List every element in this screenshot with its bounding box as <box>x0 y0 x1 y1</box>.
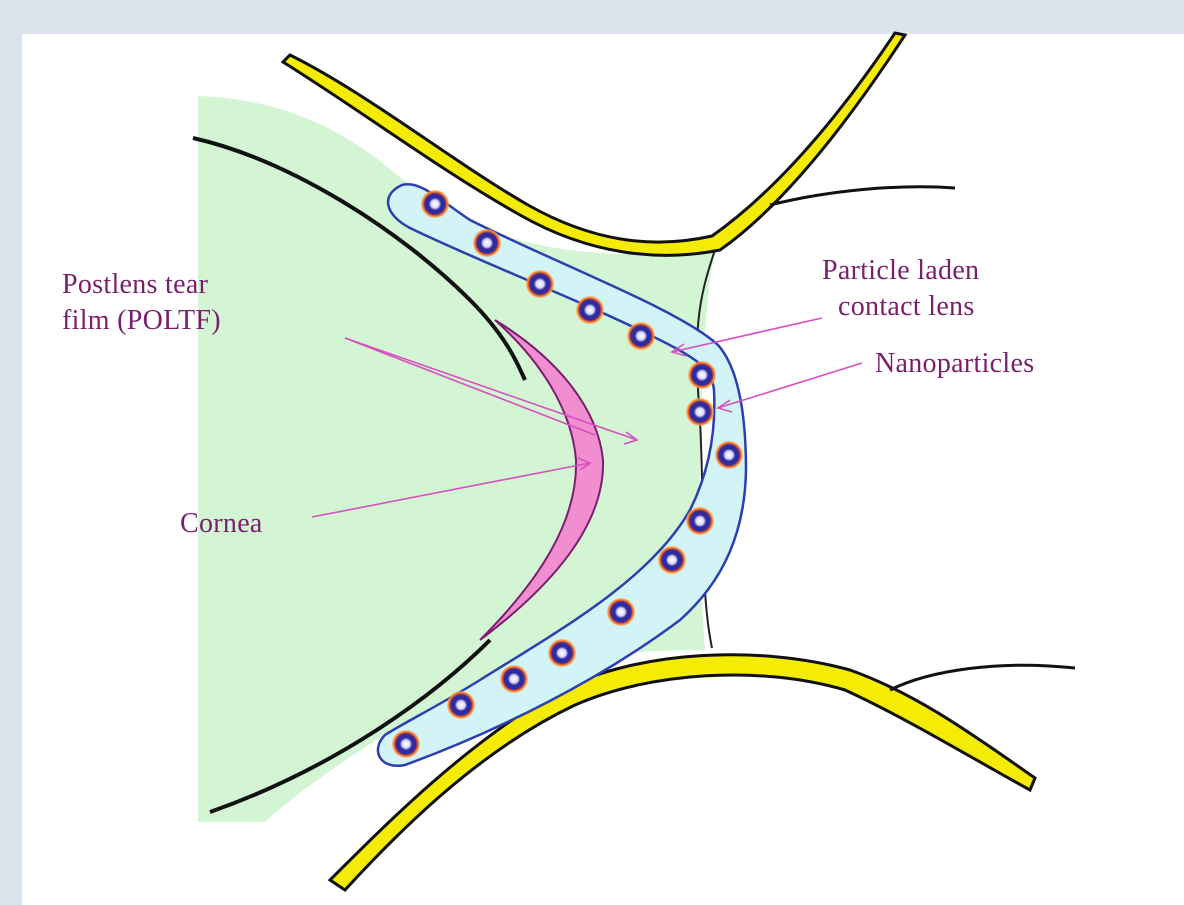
nanoparticle <box>473 229 501 257</box>
nanoparticle <box>526 270 554 298</box>
nanoparticle <box>715 441 743 469</box>
nanoparticle <box>686 398 714 426</box>
nanoparticle <box>686 507 714 535</box>
nanoparticle <box>421 190 449 218</box>
nanoparticle <box>658 546 686 574</box>
nanoparticle <box>627 322 655 350</box>
label-poltf-line1: Postlens tear <box>62 269 209 300</box>
nanoparticle <box>500 665 528 693</box>
nanoparticle <box>548 639 576 667</box>
pointer-nanoparticles <box>718 363 862 408</box>
label-poltf-line2: film (POLTF) <box>62 305 221 336</box>
lower-eyelid-outline <box>890 665 1075 690</box>
upper-eyelid-outline <box>770 187 955 205</box>
nanoparticle <box>576 296 604 324</box>
nanoparticle <box>607 598 635 626</box>
label-nanoparticles: Nanoparticles <box>875 348 1034 379</box>
label-cornea: Cornea <box>180 508 263 539</box>
label-lens-line1: Particle laden <box>822 255 979 286</box>
nanoparticle <box>688 361 716 389</box>
label-lens-line2: contact lens <box>838 291 975 322</box>
nanoparticle <box>447 691 475 719</box>
nanoparticle <box>392 730 420 758</box>
